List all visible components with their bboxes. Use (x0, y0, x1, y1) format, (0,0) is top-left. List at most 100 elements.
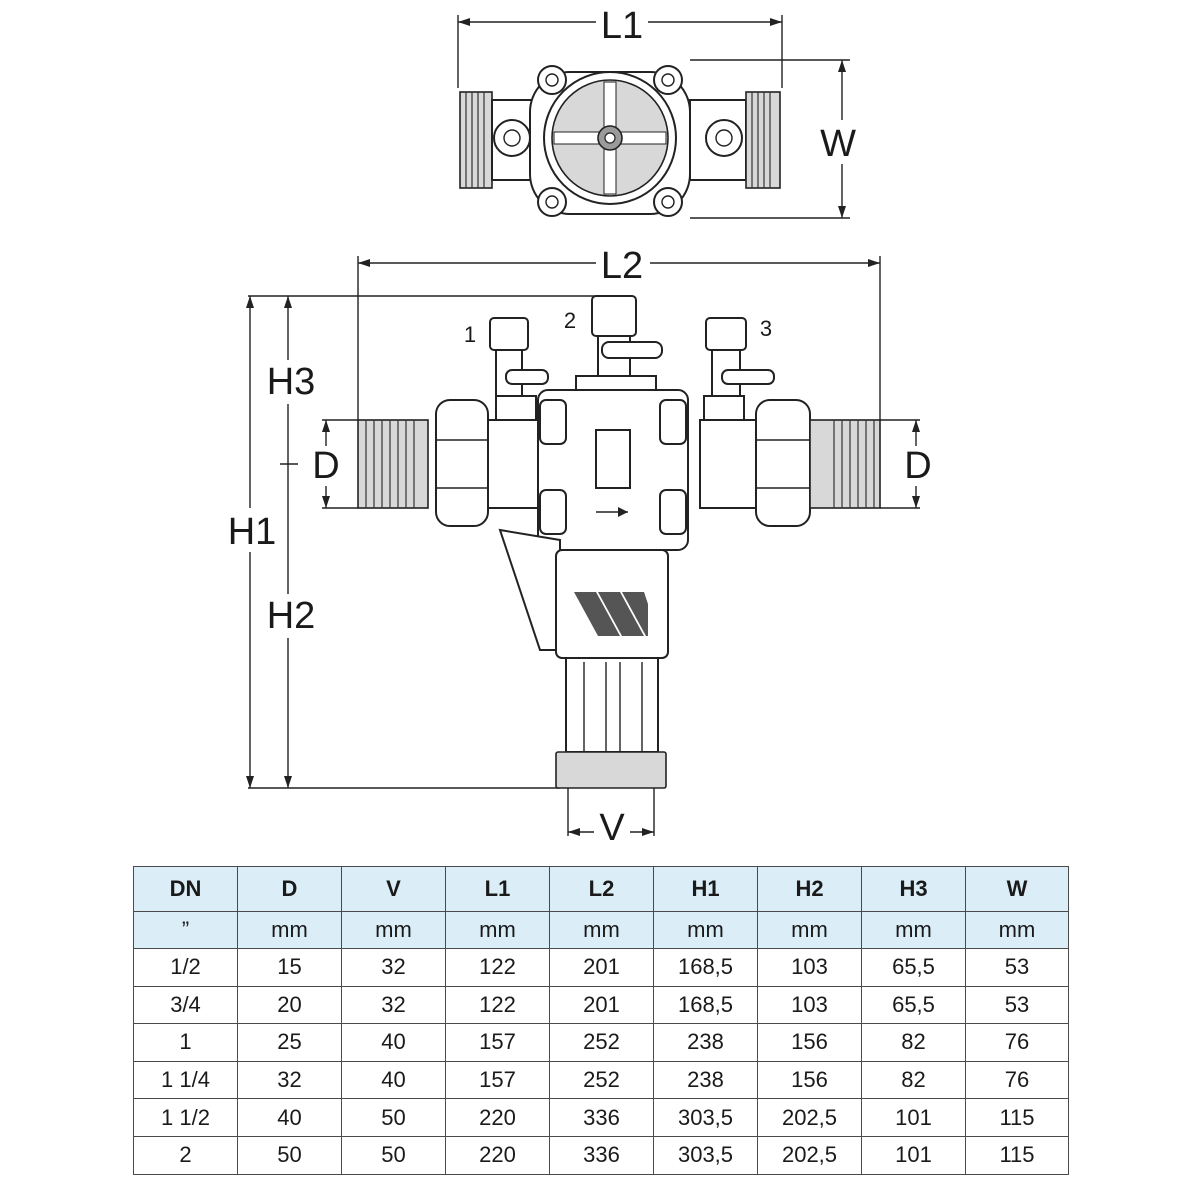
dim-label-w: W (820, 123, 856, 165)
table-cell: 82 (861, 1060, 966, 1100)
table-cell: 220 (445, 1098, 550, 1137)
port-label-1: 1 (464, 322, 476, 347)
valve-technical-drawing: L1 W (226, 2, 936, 849)
table-row: 1 1/2 40 50 220 336 303,5 202,5 101 115 (133, 1098, 1069, 1137)
table-cell: 15 (237, 948, 342, 987)
table-cell: 156 (757, 1023, 862, 1062)
table-cell: 53 (965, 948, 1069, 987)
top-view: L1 W (457, 2, 867, 219)
dim-label-l2: L2 (601, 245, 643, 287)
right-union-nut (755, 399, 811, 527)
dim-label-h1: H1 (228, 511, 277, 553)
unit-cell: mm (237, 911, 342, 949)
left-thread (357, 419, 429, 509)
table-cell: 65,5 (861, 985, 966, 1025)
table-cell: 3/4 (133, 985, 238, 1025)
right-thread (809, 419, 881, 509)
dim-label-l1: L1 (601, 5, 643, 47)
table-cell: 220 (445, 1135, 550, 1175)
left-thread-top (459, 91, 493, 189)
table-cell: 303,5 (653, 1098, 758, 1137)
table-cell: 103 (757, 948, 862, 987)
table-cell: 201 (549, 985, 654, 1025)
table-cell: 201 (549, 948, 654, 987)
table-row: 2 50 50 220 336 303,5 202,5 101 115 (133, 1135, 1069, 1175)
table-cell: 32 (341, 948, 446, 987)
table-cell: 76 (965, 1060, 1069, 1100)
unit-cell: mm (341, 911, 446, 949)
table-cell: 252 (549, 1023, 654, 1062)
filter-bowl (565, 657, 659, 753)
unit-cell: mm (653, 911, 758, 949)
table-cell: 238 (653, 1023, 758, 1062)
table-cell: 101 (861, 1098, 966, 1137)
table-cell: 40 (237, 1098, 342, 1137)
table-cell: 202,5 (757, 1135, 862, 1175)
table-cell: 50 (341, 1098, 446, 1137)
table-cell: 122 (445, 985, 550, 1025)
right-thread-top (745, 91, 781, 189)
column-header: H1 (653, 866, 758, 912)
table-cell: 32 (237, 1060, 342, 1100)
table-cell: 2 (133, 1135, 238, 1175)
table-cell: 53 (965, 985, 1069, 1025)
table-cell: 40 (341, 1060, 446, 1100)
table-cell: 157 (445, 1060, 550, 1100)
front-view: L2 H1 H3 H2 D D (226, 244, 936, 849)
table-cell: 76 (965, 1023, 1069, 1062)
dim-label-h2: H2 (267, 595, 316, 637)
table-cell: 122 (445, 948, 550, 987)
table-cell: 65,5 (861, 948, 966, 987)
table-cell: 32 (341, 985, 446, 1025)
table-cell: 103 (757, 985, 862, 1025)
drain-cap (555, 751, 667, 789)
column-header: L1 (445, 866, 550, 912)
table-cell: 303,5 (653, 1135, 758, 1175)
column-header: H3 (861, 866, 966, 912)
unit-cell: mm (757, 911, 862, 949)
table-cell: 50 (341, 1135, 446, 1175)
column-header: DN (133, 866, 238, 912)
table-cell: 1/2 (133, 948, 238, 987)
table-cell: 252 (549, 1060, 654, 1100)
table-cell: 238 (653, 1060, 758, 1100)
table-cell: 157 (445, 1023, 550, 1062)
table-cell: 40 (341, 1023, 446, 1062)
table-cell: 50 (237, 1135, 342, 1175)
table-cell: 20 (237, 985, 342, 1025)
dimensions-table: DN D V L1 L2 H1 H2 H3 W ” mm mm mm mm mm… (133, 866, 1069, 1175)
dim-label-d-left: D (312, 445, 339, 487)
dim-label-v: V (599, 807, 625, 849)
table-cell: 202,5 (757, 1098, 862, 1137)
test-port-1 (489, 317, 549, 421)
unit-cell: mm (861, 911, 966, 949)
table-cell: 101 (861, 1135, 966, 1175)
column-header: V (341, 866, 446, 912)
port-label-2: 2 (564, 308, 576, 333)
table-units-row: ” mm mm mm mm mm mm mm mm (133, 911, 1069, 949)
column-header: W (965, 866, 1069, 912)
table-row: 1/2 15 32 122 201 168,5 103 65,5 53 (133, 948, 1069, 987)
table-cell: 336 (549, 1098, 654, 1137)
lower-housing-left (498, 528, 561, 651)
table-row: 1 25 40 157 252 238 156 82 76 (133, 1023, 1069, 1062)
table-cell: 82 (861, 1023, 966, 1062)
test-port-2 (575, 295, 663, 391)
unit-cell: ” (133, 911, 238, 949)
test-port-3 (703, 317, 775, 421)
table-cell: 115 (965, 1098, 1069, 1137)
port-label-3: 3 (760, 316, 772, 341)
table-row: 1 1/4 32 40 157 252 238 156 82 76 (133, 1060, 1069, 1100)
table-cell: 1 1/2 (133, 1098, 238, 1137)
table-cell: 25 (237, 1023, 342, 1062)
column-header: H2 (757, 866, 862, 912)
dim-label-h3: H3 (267, 361, 316, 403)
unit-cell: mm (549, 911, 654, 949)
unit-cell: mm (445, 911, 550, 949)
unit-cell: mm (965, 911, 1069, 949)
table-cell: 115 (965, 1135, 1069, 1175)
table-header-row: DN D V L1 L2 H1 H2 H3 W (133, 866, 1069, 912)
column-header: D (237, 866, 342, 912)
left-union-nut (435, 399, 489, 527)
table-row: 3/4 20 32 122 201 168,5 103 65,5 53 (133, 985, 1069, 1025)
